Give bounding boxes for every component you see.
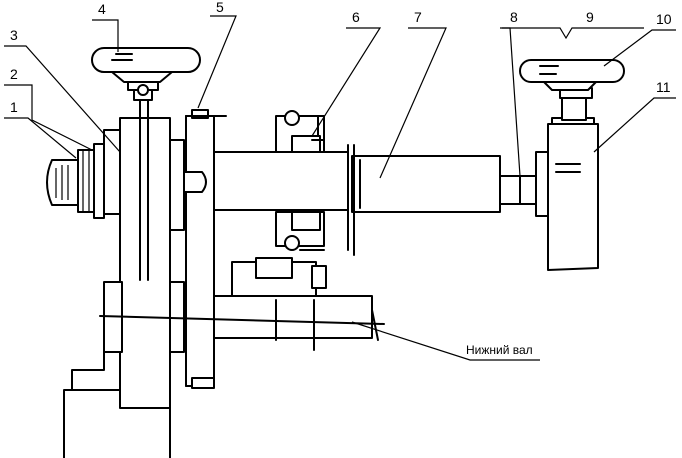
lower-shaft-assembly — [99, 257, 385, 351]
label-9: 9 — [586, 9, 594, 25]
right-handwheel — [519, 59, 625, 91]
label-7: 7 — [414, 9, 422, 25]
callout-labels: 1 2 3 4 5 6 7 8 9 10 11 Нижний вал — [10, 0, 672, 357]
vertical-slide-body — [103, 95, 185, 409]
top-handwheel — [91, 47, 201, 101]
label-2: 2 — [10, 66, 18, 82]
label-11: 11 — [656, 79, 671, 95]
label-6: 6 — [352, 9, 360, 25]
main-spindle — [213, 144, 501, 256]
lower-bracket — [275, 211, 325, 251]
left-cap-nut — [46, 129, 121, 219]
label-1: 1 — [10, 99, 18, 115]
label-8: 8 — [510, 9, 518, 25]
lower-shaft-caption: Нижний вал — [466, 343, 533, 357]
label-4: 4 — [98, 1, 106, 17]
spindle-gear-flange — [183, 109, 227, 389]
upper-bracket — [275, 110, 325, 153]
connecting-shaft — [499, 175, 541, 205]
leader-lines — [4, 15, 676, 361]
label-10: 10 — [656, 11, 672, 27]
label-3: 3 — [10, 27, 18, 43]
right-head-housing — [535, 87, 599, 271]
label-5: 5 — [216, 0, 224, 15]
